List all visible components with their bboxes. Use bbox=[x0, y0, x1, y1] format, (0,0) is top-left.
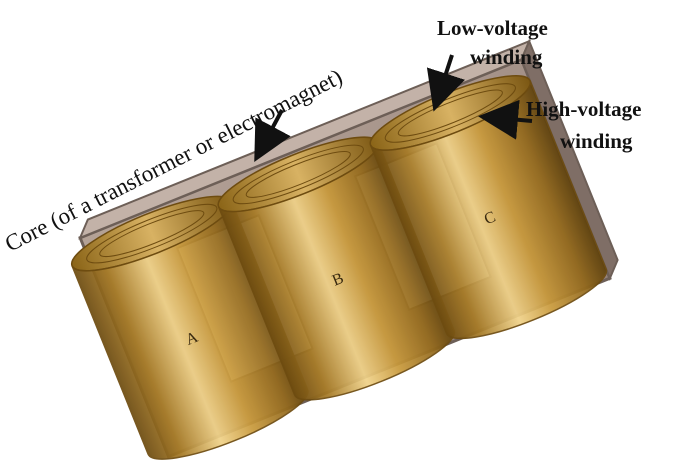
low-voltage-label: Low-voltage winding bbox=[437, 16, 548, 69]
low-voltage-label-line2: winding bbox=[470, 45, 543, 69]
high-voltage-label: High-voltage winding bbox=[526, 97, 642, 153]
core-label-arrow bbox=[254, 109, 291, 163]
low-voltage-arrow bbox=[426, 54, 465, 112]
core: A B C bbox=[70, 38, 619, 460]
low-voltage-label-line1: Low-voltage bbox=[437, 16, 548, 40]
high-voltage-label-line1: High-voltage bbox=[526, 97, 642, 121]
high-voltage-label-line2: winding bbox=[560, 129, 633, 153]
high-voltage-arrow bbox=[478, 99, 533, 140]
winding-c: C bbox=[369, 75, 608, 340]
